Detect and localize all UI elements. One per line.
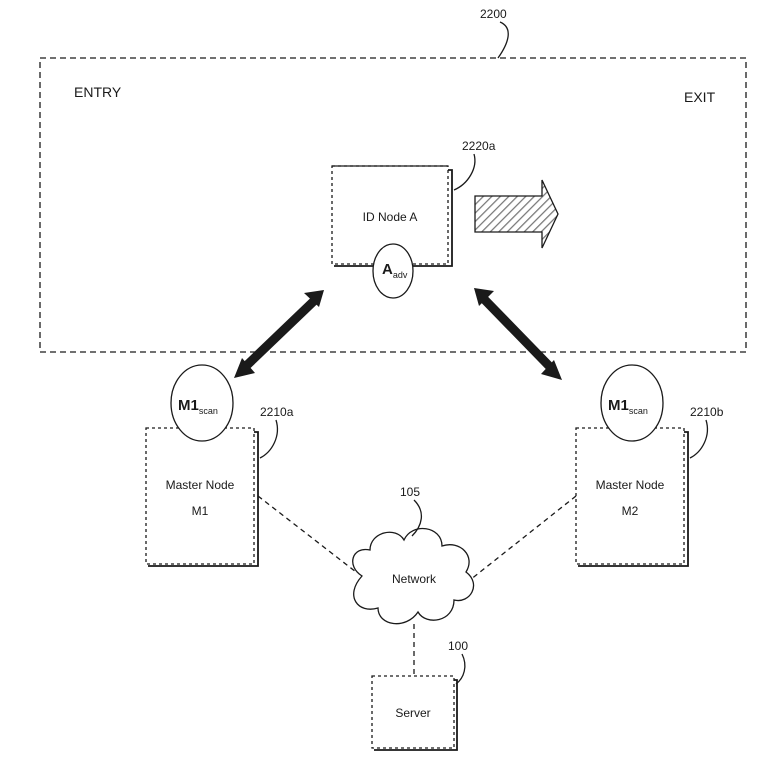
master-node-m2-label-line2: M2 (622, 504, 639, 518)
master-node-m1-label-line1: Master Node (166, 478, 235, 492)
movement-arrow-icon (475, 180, 558, 248)
master-node-m1-ref-label: 2210a (260, 405, 294, 419)
master-node-m2-ref-leader (690, 420, 707, 458)
server: Server (372, 676, 457, 750)
master-node-m1-box (146, 428, 254, 564)
network-ref-label: 105 (400, 485, 420, 499)
adv-subscript: adv (393, 270, 408, 280)
exit-label: EXIT (684, 89, 716, 105)
link-m1-network (258, 496, 356, 572)
master-node-m2: M1scan Master Node M2 (576, 365, 688, 566)
figure-ref-label: 2200 (480, 7, 507, 21)
scan-subscript-m2: scan (629, 406, 648, 416)
id-node-label: ID Node A (363, 210, 418, 224)
left-signal-arrow-icon (234, 290, 324, 378)
master-node-m2-ref-label: 2210b (690, 405, 724, 419)
id-node-a: ID Node A Aadv (332, 166, 452, 298)
master-node-m1-ref-leader (260, 420, 277, 458)
master-node-m1-label-line2: M1 (192, 504, 209, 518)
id-node-ref-label: 2220a (462, 139, 496, 153)
master-node-m2-box (576, 428, 684, 564)
master-node-m2-label-line1: Master Node (596, 478, 665, 492)
network-label: Network (392, 572, 437, 586)
scan-subscript-m1: scan (199, 406, 218, 416)
right-signal-arrow-icon (474, 288, 562, 380)
link-m2-network (470, 496, 576, 580)
server-ref-label: 100 (448, 639, 468, 653)
id-node-ref-leader (454, 154, 475, 190)
entry-label: ENTRY (74, 84, 122, 100)
figure-ref-leader (498, 22, 508, 58)
master-node-m1: M1scan Master Node M1 (146, 365, 258, 566)
server-label: Server (395, 706, 430, 720)
